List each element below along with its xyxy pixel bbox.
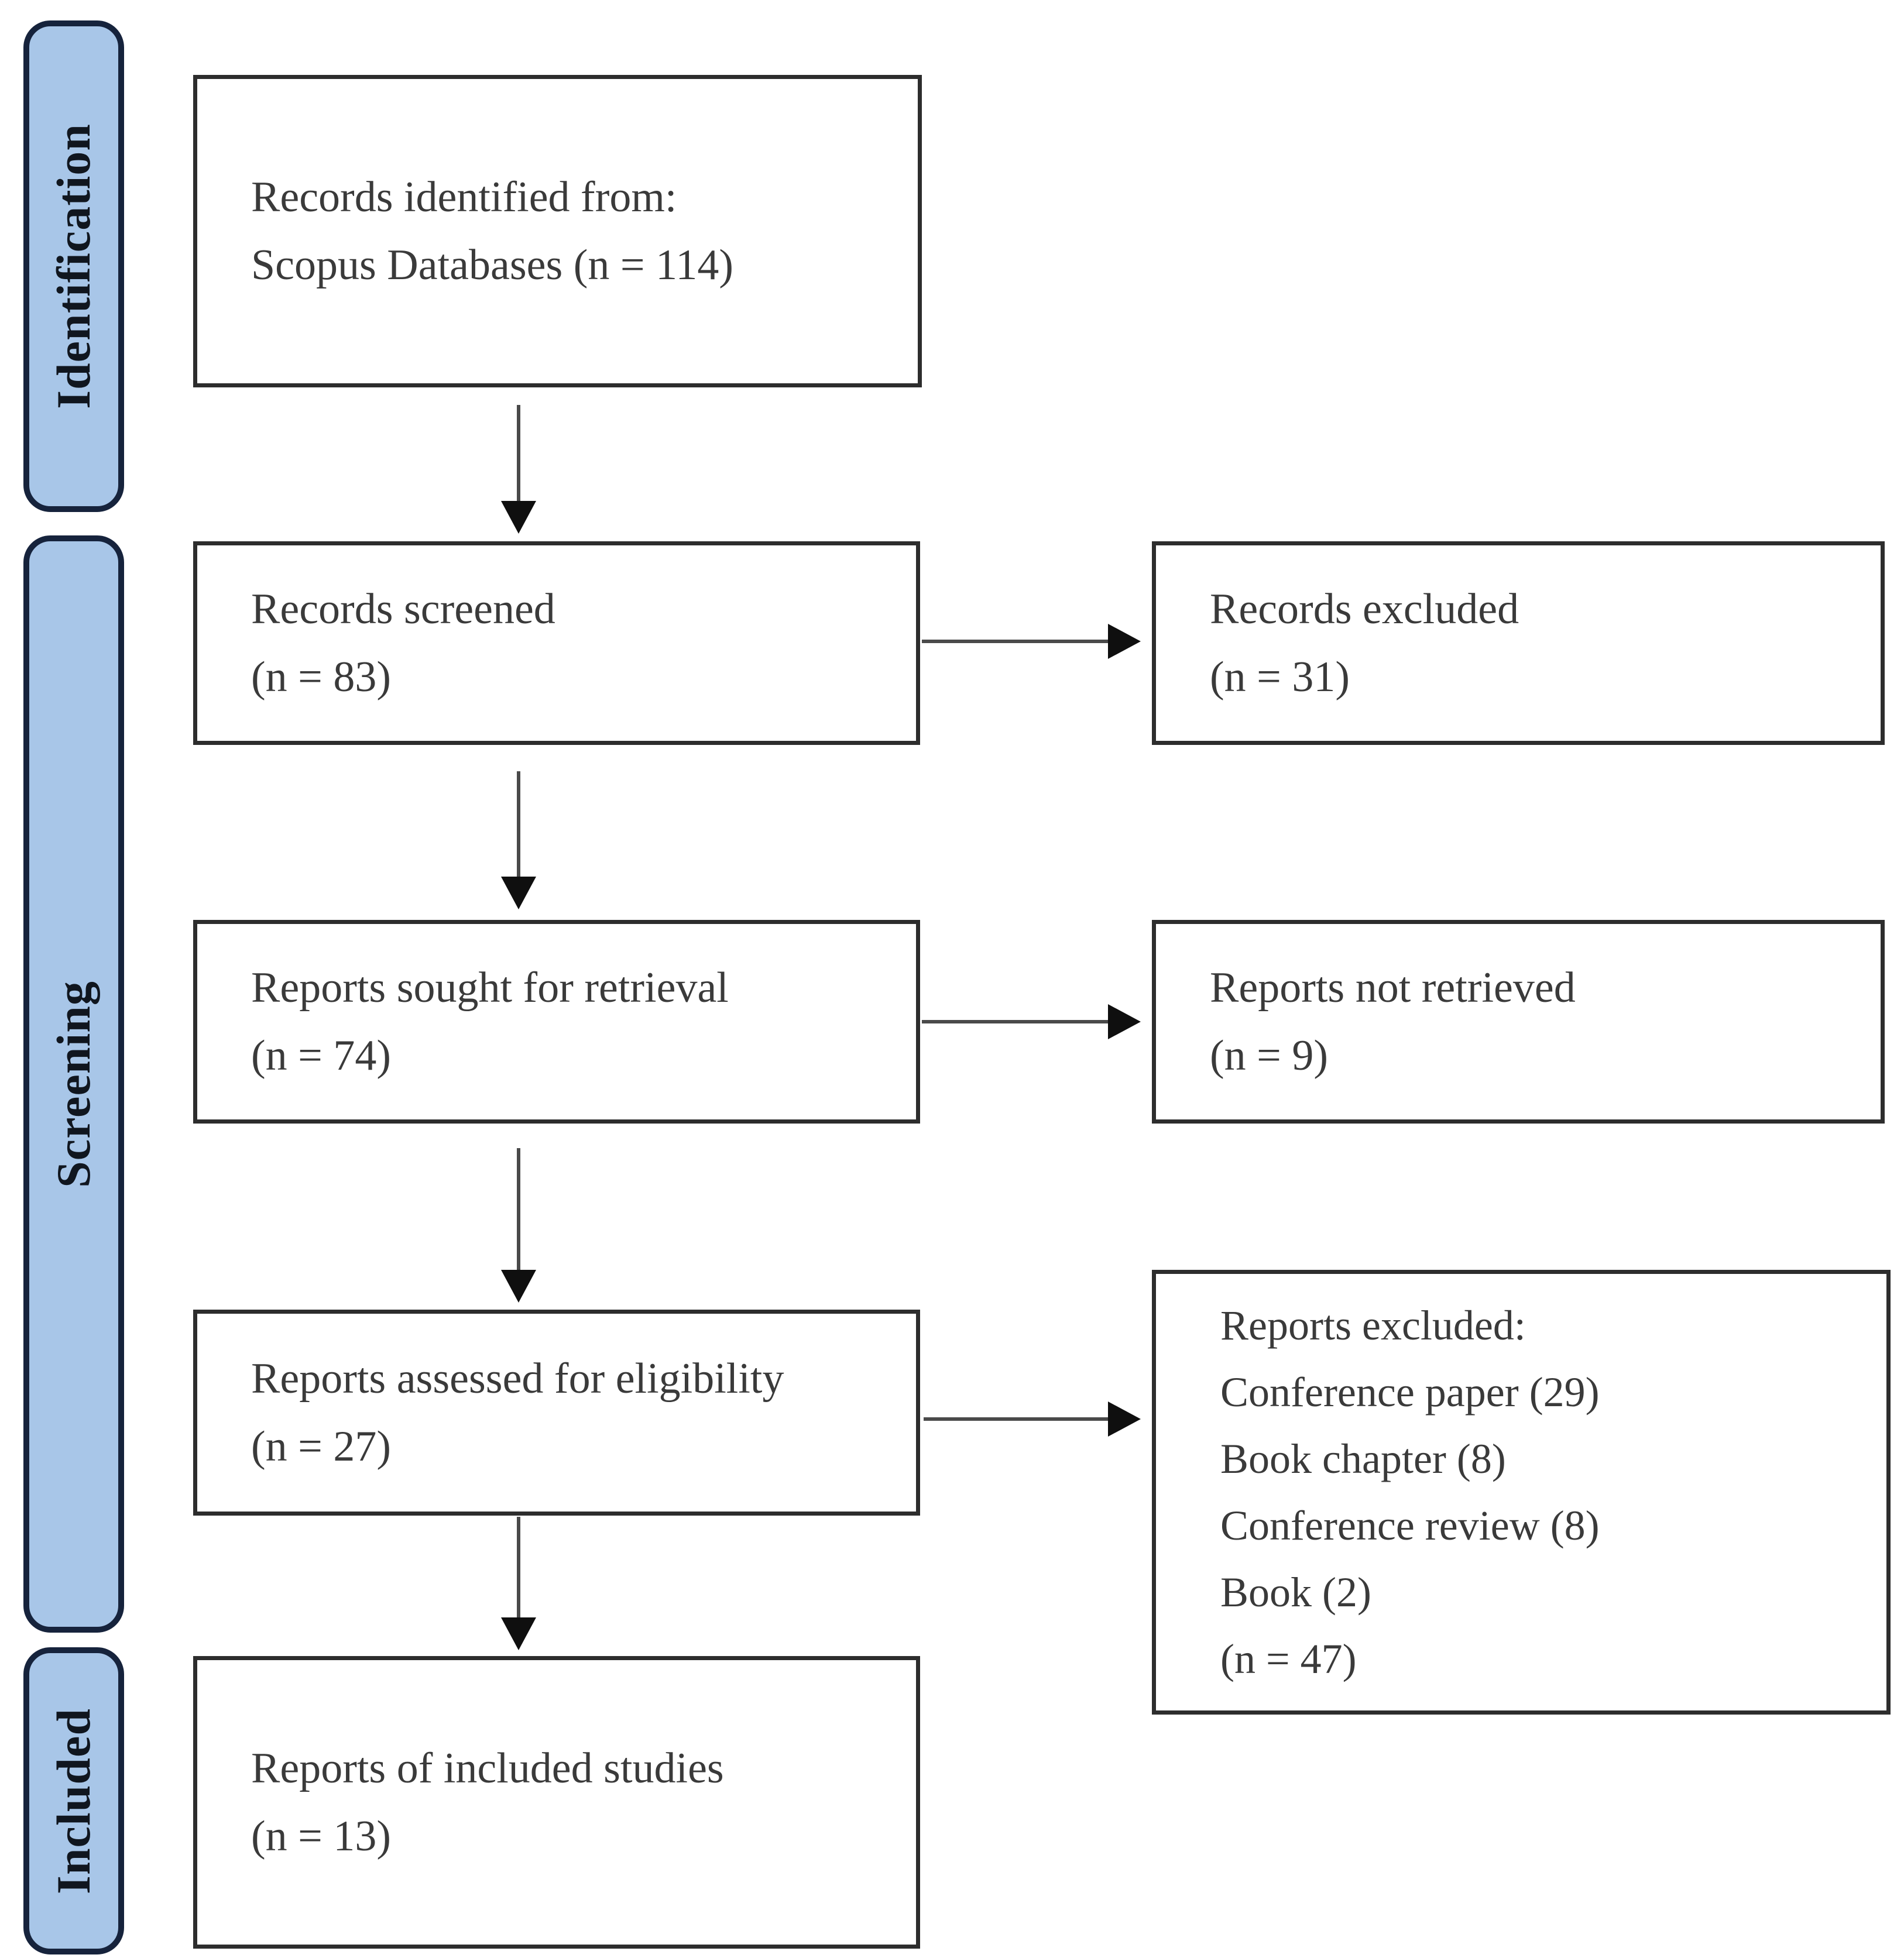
box-records-screened-count: (n = 83) — [251, 653, 392, 701]
box-reports-assessed-line1: Reports assessed for eligibility — [251, 1355, 784, 1403]
box-records-excluded-line1: Records excluded — [1210, 585, 1519, 633]
stage-label-screening: Screening — [47, 980, 101, 1188]
arrow-screened-to-sought-line — [517, 771, 520, 879]
arrow-screened-to-sought-head — [501, 877, 536, 909]
stage-bar-included: Included — [23, 1647, 124, 1954]
stage-label-identification: Identification — [47, 123, 101, 409]
arrow-screened-to-excluded-line — [922, 640, 1110, 643]
box-reports-excluded-reason1: Conference paper (29) — [1220, 1369, 1600, 1416]
box-reports-included-count: (n = 13) — [251, 1812, 392, 1860]
box-reports-excluded-reason2: Book chapter (8) — [1220, 1435, 1506, 1482]
arrow-sought-to-assessed-line — [517, 1148, 520, 1272]
box-reports-excluded-reason4: Book (2) — [1220, 1569, 1371, 1616]
box-reports-assessed: Reports assessed for eligibility (n = 27… — [193, 1310, 920, 1516]
box-reports-excluded-title: Reports excluded: — [1220, 1302, 1526, 1349]
arrow-sought-to-assessed-head — [501, 1270, 536, 1303]
box-records-screened: Records screened (n = 83) — [193, 541, 920, 745]
box-records-excluded: Records excluded (n = 31) — [1152, 541, 1885, 745]
arrow-identified-to-screened-line — [517, 405, 520, 503]
box-reports-sought-count: (n = 74) — [251, 1032, 392, 1080]
arrow-assessed-to-included-head — [501, 1617, 536, 1650]
box-reports-included-line1: Reports of included studies — [251, 1744, 724, 1792]
arrow-assessed-to-included-line — [517, 1517, 520, 1620]
box-records-identified: Records identified from: Scopus Database… — [193, 75, 922, 387]
box-reports-excluded-count: (n = 47) — [1220, 1636, 1357, 1682]
arrow-identified-to-screened-head — [501, 501, 536, 534]
box-reports-sought: Reports sought for retrieval (n = 74) — [193, 920, 920, 1124]
box-reports-assessed-count: (n = 27) — [251, 1423, 392, 1471]
box-reports-not-retrieved-count: (n = 9) — [1210, 1032, 1329, 1080]
arrow-screened-to-excluded-head — [1108, 624, 1141, 659]
box-records-excluded-count: (n = 31) — [1210, 653, 1350, 701]
box-reports-excluded-reason3: Conference review (8) — [1220, 1502, 1600, 1549]
box-records-identified-line1: Records identified from: — [251, 173, 677, 221]
arrow-sought-to-not-retrieved-line — [922, 1020, 1110, 1023]
arrow-assessed-to-reports-excluded-head — [1108, 1401, 1141, 1437]
stage-label-included: Included — [47, 1708, 100, 1894]
box-reports-not-retrieved-line1: Reports not retrieved — [1210, 964, 1576, 1012]
stage-bar-screening: Screening — [23, 535, 124, 1633]
box-reports-included: Reports of included studies (n = 13) — [193, 1656, 920, 1949]
arrow-assessed-to-reports-excluded-line — [924, 1417, 1110, 1421]
box-records-screened-line1: Records screened — [251, 585, 555, 633]
box-reports-sought-line1: Reports sought for retrieval — [251, 964, 729, 1012]
box-reports-excluded-reasons: Reports excluded: Conference paper (29) … — [1152, 1270, 1891, 1715]
arrow-sought-to-not-retrieved-head — [1108, 1004, 1141, 1039]
box-records-identified-line2: Scopus Databases (n = 114) — [251, 241, 734, 289]
box-reports-not-retrieved: Reports not retrieved (n = 9) — [1152, 920, 1885, 1124]
stage-bar-identification: Identification — [23, 20, 124, 512]
